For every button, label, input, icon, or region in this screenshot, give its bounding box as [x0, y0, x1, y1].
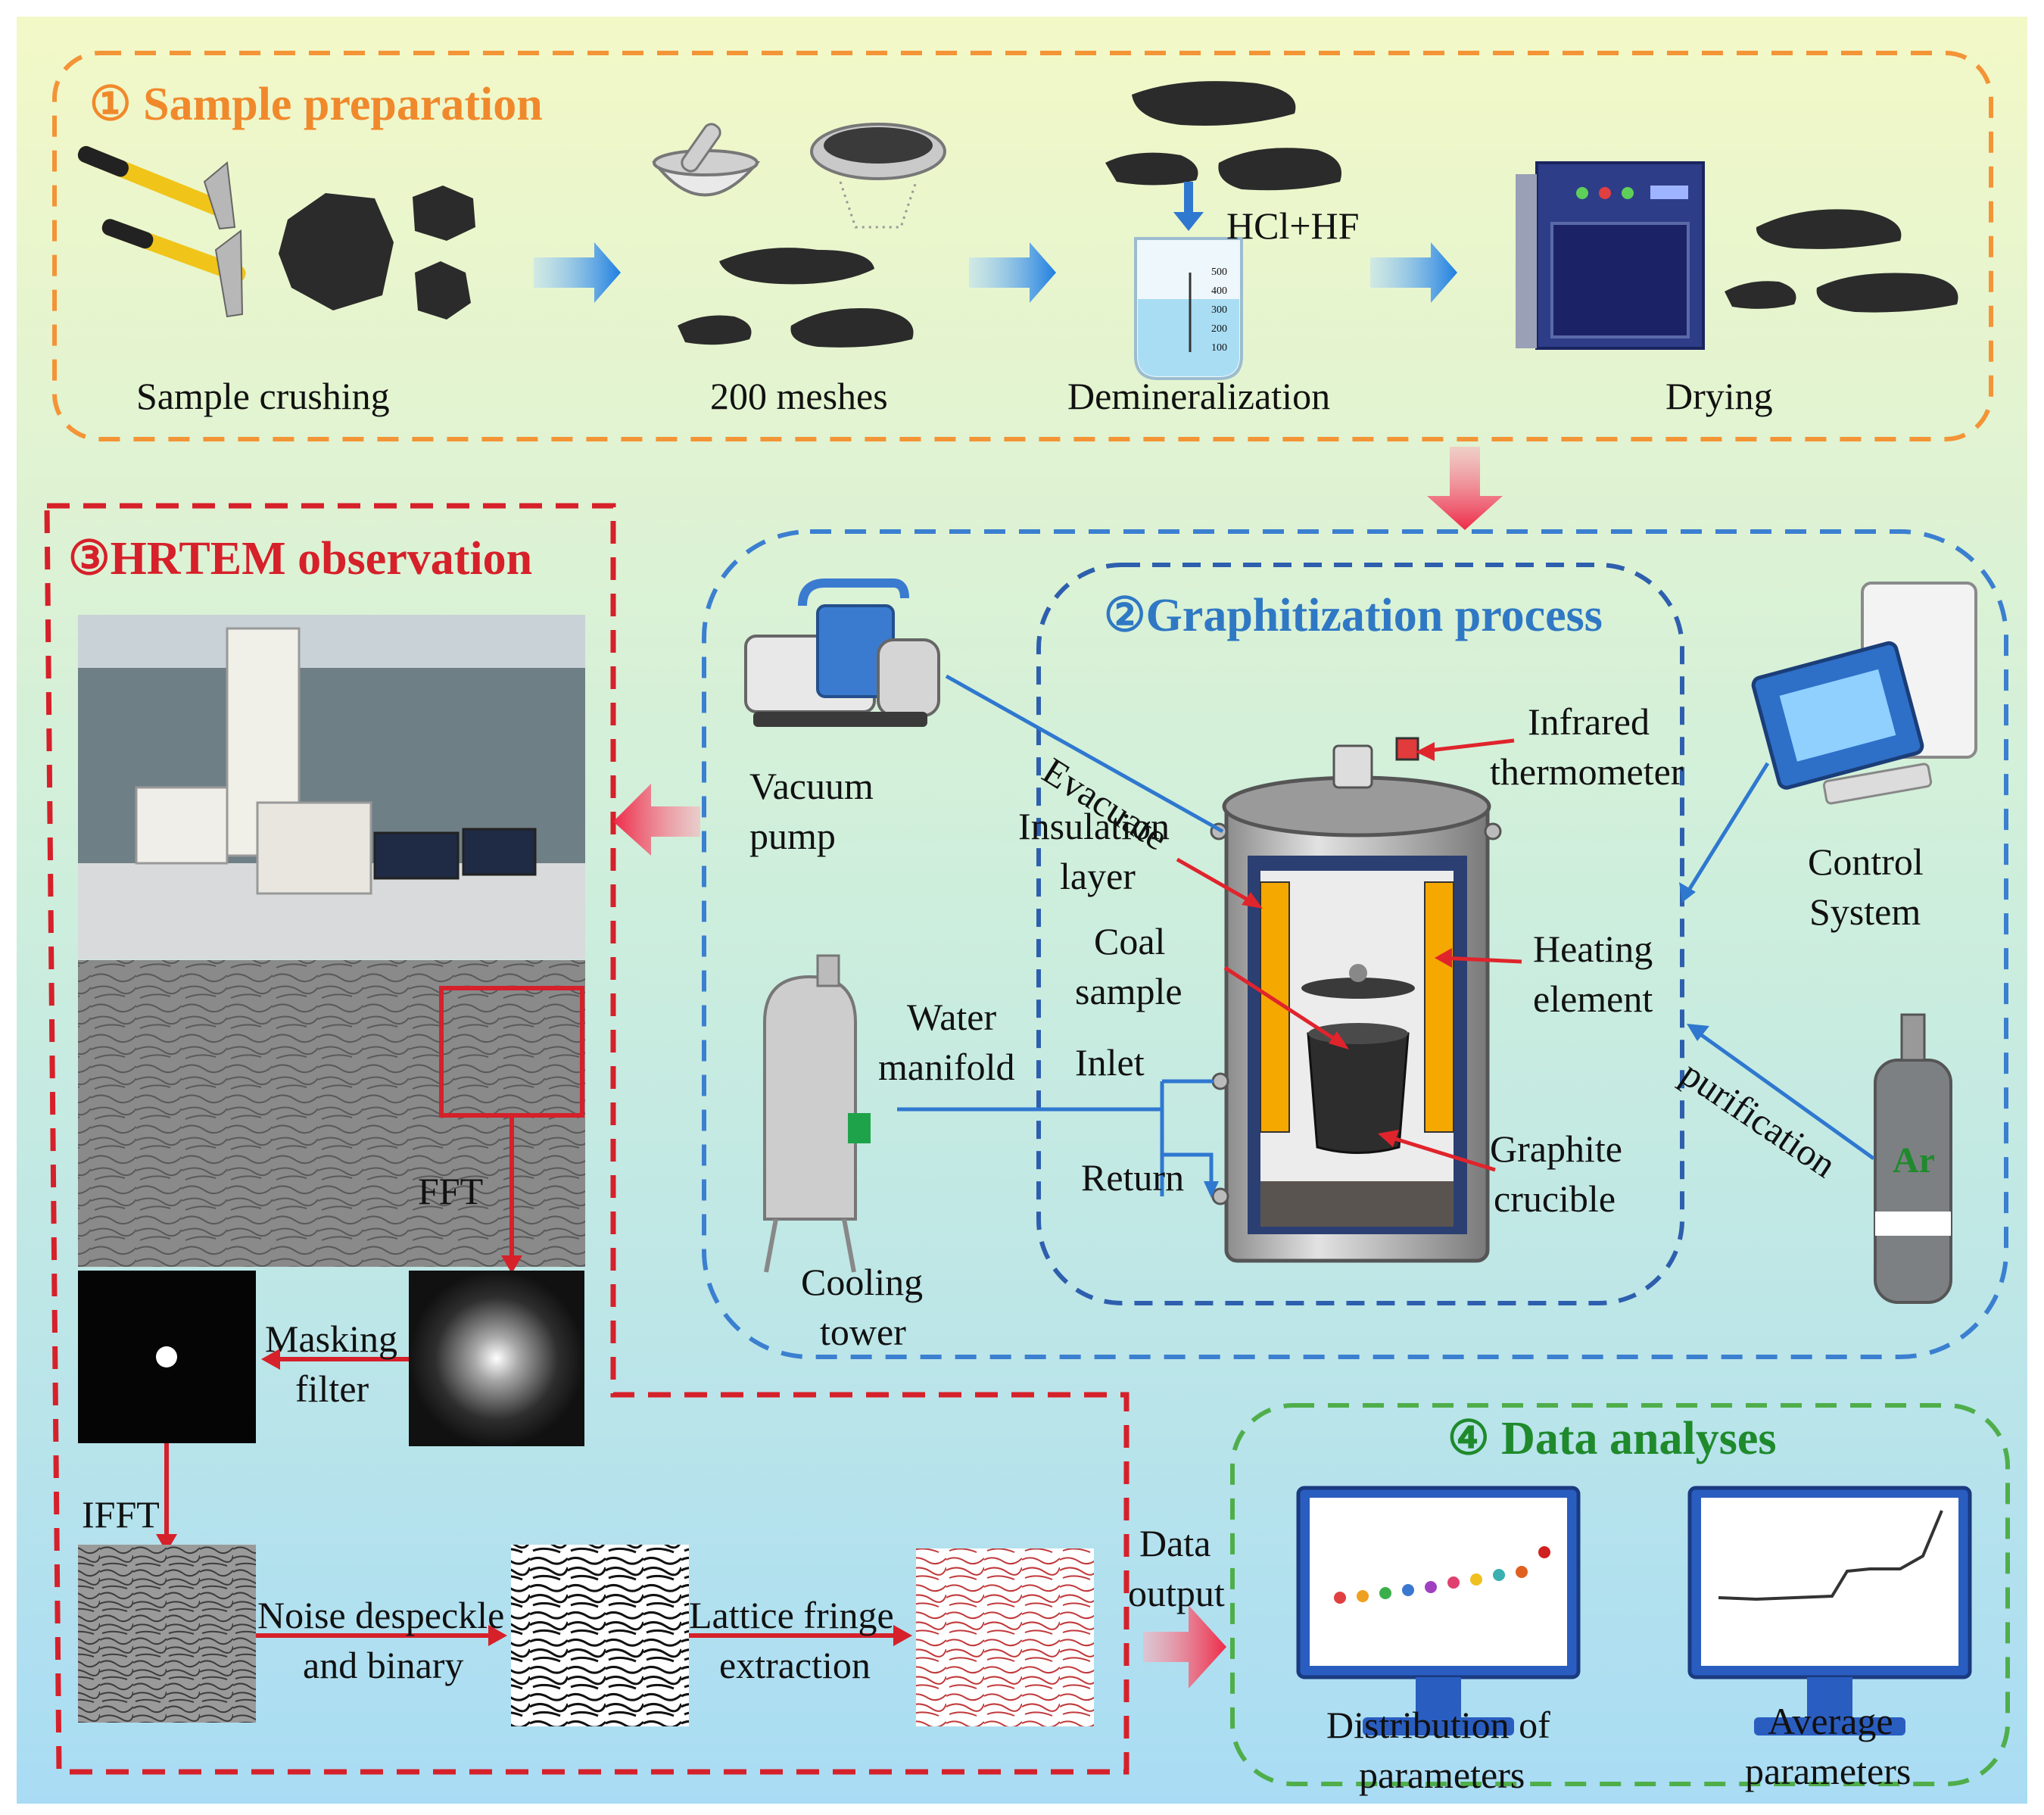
arrow-demin-to-drying: [1370, 242, 1457, 303]
vacuum-label-1: Vacuum: [749, 765, 874, 807]
arrow-mesh-to-demin: [969, 242, 1056, 303]
mortar-illustration: [651, 123, 946, 229]
coal-label-2: sample: [1075, 970, 1182, 1012]
oven-illustration: [1516, 161, 1705, 350]
infrared-label-1: Infrared: [1528, 700, 1650, 743]
beaker-mark: 100: [1211, 342, 1227, 354]
noise-label-2: and binary: [303, 1644, 464, 1686]
hrtem-frame: [44, 503, 1129, 1775]
hrtem-title: ③HRTEM observation: [68, 533, 533, 585]
control-label-1: Control: [1808, 840, 1924, 883]
prep-title: ① Sample preparation: [89, 79, 543, 130]
masking-label-1: Masking: [265, 1318, 397, 1360]
arrow-crushing-to-mesh: [534, 242, 621, 303]
cooling-label-2: tower: [820, 1311, 906, 1353]
ifft-image: [78, 1545, 256, 1723]
powder-flakes-illustration: [678, 248, 914, 348]
fft-label: FFT: [418, 1170, 484, 1212]
insulation-label-2: layer: [1060, 855, 1136, 897]
return-label: Return: [1081, 1156, 1185, 1199]
beaker-mark: 300: [1211, 304, 1227, 316]
control-system-illustration: [1751, 582, 1977, 805]
dried-flakes-illustration: [1725, 209, 1958, 313]
coal-label-1: Coal: [1094, 920, 1166, 962]
data-output-label-1: Data: [1139, 1522, 1211, 1564]
data-output-label-2: output: [1128, 1572, 1225, 1614]
vacuum-label-2: pump: [749, 815, 836, 857]
beaker-mark: 200: [1211, 323, 1227, 335]
heating-label-2: element: [1533, 978, 1653, 1020]
lattice-label-2: extraction: [719, 1644, 871, 1686]
fringe-image: [916, 1548, 1094, 1726]
infrared-label-2: thermometer: [1490, 750, 1684, 793]
water-manifold-lines: [897, 1079, 1214, 1196]
monitor-distribution: [1296, 1486, 1581, 1735]
step-drying: Drying: [1665, 375, 1773, 417]
fft-spectrum: [409, 1271, 584, 1446]
argon-cylinder-illustration: [1874, 1013, 1952, 1304]
noise-label-1: Noise despeckle: [257, 1594, 505, 1636]
cooling-label-1: Cooling: [801, 1261, 924, 1303]
masking-label-2: filter: [295, 1367, 369, 1410]
distribution-marks: [1334, 1546, 1550, 1604]
inlet-label: Inlet: [1075, 1041, 1145, 1084]
dist-label-1: Distribution of: [1326, 1704, 1550, 1746]
binary-image: [511, 1545, 689, 1726]
avg-label-2: parameters: [1745, 1750, 1912, 1792]
argon-label: Ar: [1893, 1140, 1935, 1180]
step-200-meshes: 200 meshes: [710, 375, 888, 417]
graph-title: ②Graphitization process: [1104, 590, 1603, 641]
ifft-label: IFFT: [82, 1493, 160, 1536]
arrow-graph-to-hrtem: [613, 784, 700, 856]
control-label-2: System: [1809, 890, 1921, 933]
dist-label-2: parameters: [1359, 1754, 1525, 1796]
water-label-2: manifold: [878, 1046, 1015, 1088]
arrow-hrtem-to-data: [1143, 1605, 1226, 1689]
monitor-average: [1687, 1486, 1972, 1735]
avg-label-1: Average: [1768, 1700, 1893, 1742]
tem-instrument-photo: [78, 615, 585, 959]
purification-line: [1690, 1026, 1875, 1161]
heating-label-1: Heating: [1533, 928, 1653, 970]
evacuate-line: [945, 674, 1224, 834]
arrow-prep-to-graph: [1427, 447, 1503, 530]
data-frame: [1230, 1403, 2010, 1786]
demineralization-illustration: [1105, 81, 1341, 380]
beaker-mark: 500: [1211, 267, 1227, 278]
step-sample-crushing: Sample crushing: [136, 375, 390, 417]
graph-inner-frame: [1036, 563, 1684, 1305]
data-title: ④ Data analyses: [1447, 1413, 1777, 1464]
red-pointers: [1176, 738, 1522, 1172]
hammers-illustration: [77, 145, 246, 318]
cooling-tower-illustration: [763, 954, 871, 1273]
insulation-label-1: Insulation: [1018, 805, 1170, 847]
vacuum-pump-illustration: [744, 578, 940, 727]
graph-outer-frame: [702, 529, 2008, 1359]
beaker-mark: 400: [1211, 285, 1227, 297]
step-demineralization: Demineralization: [1067, 375, 1331, 417]
lattice-label-1: Lattice fringe: [689, 1594, 894, 1636]
graphite-label-2: crucible: [1494, 1177, 1616, 1220]
coal-lumps-illustration: [279, 186, 475, 320]
reagent-label: HCl+HF: [1226, 204, 1360, 247]
control-line: [1682, 762, 1770, 899]
graphite-label-1: Graphite: [1490, 1127, 1622, 1170]
prep-frame: [52, 51, 1993, 441]
water-label-1: Water: [907, 996, 997, 1038]
furnace-illustration: [1210, 737, 1502, 1263]
